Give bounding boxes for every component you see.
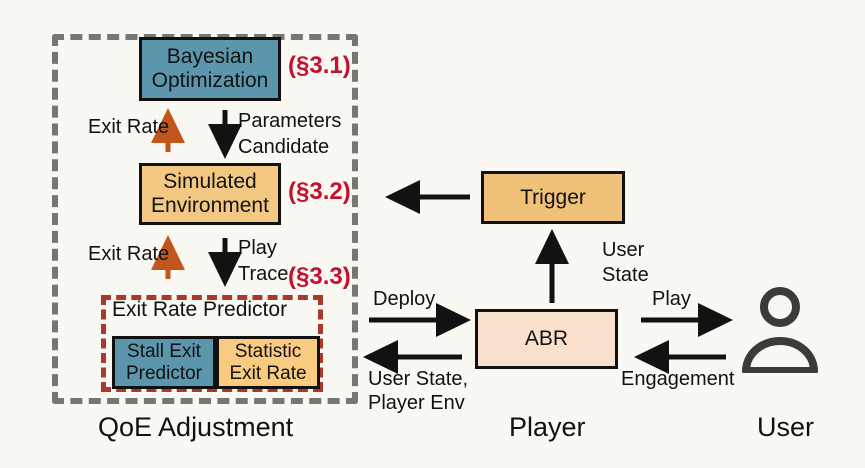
user-person-icon bbox=[742, 287, 818, 373]
label-parameters: Parameters bbox=[238, 110, 342, 132]
box-stall-line2: Predictor bbox=[125, 362, 203, 384]
label-play-to-user: Play bbox=[652, 288, 691, 310]
box-statistic-exit-rate[interactable]: Statistic Exit Rate bbox=[216, 336, 320, 389]
label-deploy: Deploy bbox=[373, 288, 436, 310]
label-user-state-line1: User bbox=[602, 239, 645, 261]
label-user-state-player-env-line2: Player Env bbox=[368, 392, 465, 414]
section-ref-3-3: (§3.3) bbox=[288, 263, 351, 290]
label-play-trace-play: Play bbox=[238, 237, 277, 259]
label-candidate: Candidate bbox=[238, 136, 330, 158]
label-user-state-line2: State bbox=[602, 264, 649, 286]
box-statistic-line1: Statistic bbox=[234, 341, 302, 363]
box-trigger[interactable]: Trigger bbox=[481, 171, 625, 224]
box-bayesian-line1: Bayesian bbox=[166, 45, 254, 69]
caption-qoe-adjustment: QoE Adjustment bbox=[98, 412, 294, 442]
caption-player: Player bbox=[509, 412, 586, 442]
caption-user: User bbox=[757, 412, 815, 442]
label-play-trace-trace: Trace bbox=[238, 263, 289, 285]
box-simulated-line2: Environment bbox=[151, 194, 269, 217]
label-engagement: Engagement bbox=[621, 368, 735, 390]
box-bayesian-optimization[interactable]: Bayesian Optimization bbox=[139, 37, 281, 101]
box-stall-line1: Stall Exit bbox=[127, 341, 201, 363]
box-simulated-environment[interactable]: Simulated Environment bbox=[139, 163, 281, 225]
box-stall-exit-predictor[interactable]: Stall Exit Predictor bbox=[112, 336, 216, 389]
exit-rate-predictor-group bbox=[101, 295, 323, 392]
section-ref-3-1: (§3.1) bbox=[288, 52, 351, 79]
label-exit-rate-upper: Exit Rate bbox=[88, 116, 170, 138]
section-ref-3-2: (§3.2) bbox=[288, 178, 351, 205]
box-abr-label: ABR bbox=[524, 327, 569, 351]
box-simulated-line1: Simulated bbox=[163, 170, 257, 194]
box-abr[interactable]: ABR bbox=[475, 309, 618, 369]
box-statistic-line2: Exit Rate bbox=[229, 362, 307, 384]
exit-rate-predictor-title: Exit Rate Predictor bbox=[112, 298, 288, 321]
label-user-state-player-env-line1: User State, bbox=[368, 368, 469, 390]
box-bayesian-line2: Optimization bbox=[151, 69, 269, 92]
box-trigger-label: Trigger bbox=[520, 185, 586, 209]
label-exit-rate-lower: Exit Rate bbox=[88, 243, 170, 265]
